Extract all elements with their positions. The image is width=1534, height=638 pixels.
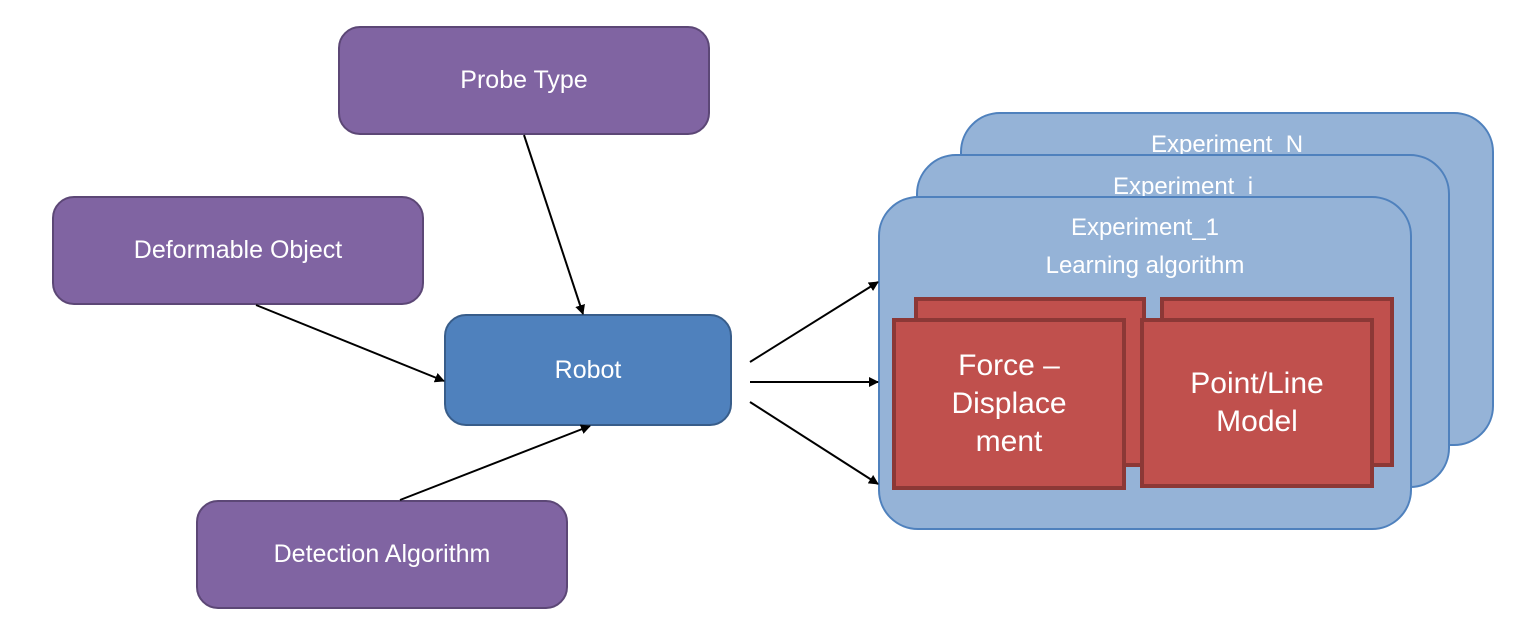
detection-algorithm-node: Detection Algorithm (196, 500, 568, 609)
deformable-object-label: Deformable Object (133, 236, 343, 264)
point-line-model-label: Point/Line Model (1190, 367, 1324, 438)
detection-algorithm-label: Detection Algorithm (273, 540, 491, 568)
robot-node: Robot (444, 314, 732, 426)
experiment-1-label: Experiment_1 Learning algorithm (1045, 214, 1245, 279)
robot-label: Robot (554, 355, 622, 384)
arrow-object-to-robot (255, 304, 445, 383)
experiment-i-label: Experiment_i (1112, 173, 1254, 200)
arrow-robot-to-experiment-bottom (749, 401, 879, 485)
probe-type-node: Probe Type (338, 26, 710, 135)
arrow-probe-to-robot (523, 134, 585, 315)
arrow-robot-to-experiment-top (749, 281, 879, 363)
probe-type-label: Probe Type (460, 66, 588, 94)
experiment-n-label: Experiment_N (1150, 131, 1304, 158)
force-displacement-box: Force – Displace ment (892, 318, 1126, 490)
point-line-model-box: Point/Line Model (1140, 318, 1374, 488)
force-displacement-label: Force – Displace ment (951, 349, 1067, 458)
deformable-object-node: Deformable Object (52, 196, 424, 305)
arrow-detection-to-robot (399, 424, 591, 501)
